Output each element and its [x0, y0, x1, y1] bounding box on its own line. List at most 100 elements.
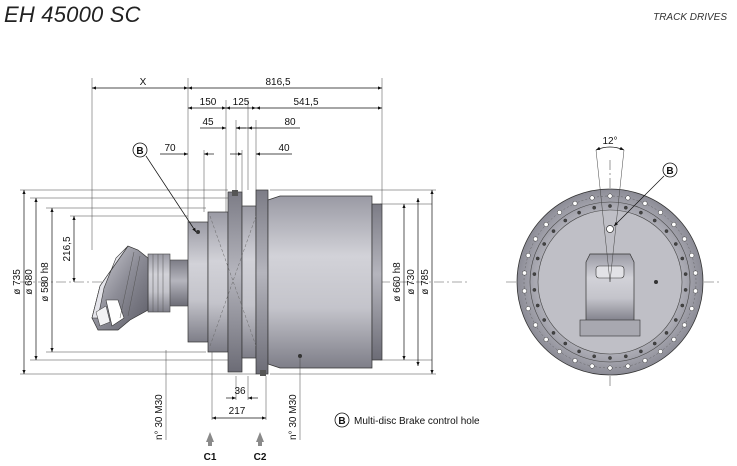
bolt-hole: [543, 337, 549, 342]
frame-flange-c1: [227, 191, 243, 373]
dim-70: 70: [164, 143, 176, 154]
bolt-hole: [682, 322, 687, 328]
product-category: TRACK DRIVES: [653, 12, 727, 23]
bolt-hole: [680, 303, 685, 308]
bolt-hole: [658, 209, 663, 215]
bolt-hole: [592, 354, 597, 359]
bolt-hole: [639, 349, 643, 354]
bolt-hole: [551, 229, 556, 233]
motor-base: [579, 319, 641, 337]
dim-dia-660: ø 660 h8: [392, 262, 403, 302]
bolt-ring: [522, 193, 698, 371]
bolt-hole: [535, 303, 540, 308]
gear-housing: [207, 211, 229, 353]
brake-port-front: [606, 225, 614, 233]
dim-x: X: [140, 77, 147, 88]
dim-overall-length: 816,5: [265, 77, 290, 88]
side-view: ø 735 ø 680 ø 580 h8 216,5 ø 660 h8 ø 73…: [12, 77, 480, 463]
dim-216-5: 216,5: [62, 236, 73, 261]
bolt-hole: [607, 365, 613, 371]
thread-label-right: n° 30 M30: [288, 394, 299, 440]
bolt-hole: [533, 322, 538, 328]
bolt-hole: [563, 218, 568, 223]
bolt-hole: [671, 337, 677, 342]
bolt-hole: [625, 363, 631, 369]
bolt-hole: [525, 252, 531, 258]
bolt-hole: [563, 341, 568, 346]
bolt-hole: [522, 270, 527, 276]
bolt-hole: [642, 358, 648, 364]
dim-dia-785: ø 785: [420, 269, 431, 295]
page-title: EH 45000 SC: [4, 2, 141, 27]
dim-541-5: 541,5: [293, 97, 318, 108]
bolt-hole: [642, 200, 648, 206]
thread-label-left: n° 30 M30: [154, 394, 165, 440]
bolt-hole: [680, 256, 685, 261]
port-c1: C1: [204, 432, 217, 463]
dim-36: 36: [234, 386, 246, 397]
bolt-hole: [671, 222, 677, 227]
callout-b-front-label: B: [666, 166, 673, 177]
bolt-hole: [557, 209, 562, 215]
bolt-hole: [542, 318, 547, 322]
bolt-hole: [522, 288, 527, 294]
bolt-hole: [535, 256, 540, 261]
bolt-hole: [589, 195, 595, 201]
dim-150: 150: [200, 97, 217, 108]
bolt-hole: [525, 306, 531, 312]
dim-dia-735: ø 735: [12, 269, 23, 295]
bolt-hole: [572, 200, 578, 206]
bolt-hole: [664, 229, 669, 233]
motor-front-housing: [585, 253, 635, 323]
bolt-hole: [673, 318, 678, 322]
bolt-hole: [652, 341, 657, 346]
port-c2-label: C2: [254, 452, 267, 463]
hydraulic-motor: [91, 245, 189, 331]
sprocket-flange-c2: [255, 189, 269, 375]
bolt-hole: [623, 205, 628, 210]
dim-angle-12: 12°: [602, 136, 617, 147]
legend-b-label: B: [338, 416, 345, 427]
bolt-hole: [577, 210, 581, 215]
bolt-hole: [652, 218, 657, 223]
bolt-hole: [608, 204, 612, 208]
brake-housing: [187, 221, 209, 343]
bolt-hole: [673, 242, 678, 246]
bolt-hole: [683, 272, 688, 276]
bolt-hole: [551, 331, 556, 335]
bolt-hole: [607, 193, 613, 199]
bolt-hole: [689, 306, 695, 312]
mid-housing: [241, 205, 257, 359]
bolt-hole: [625, 195, 631, 201]
bolt-hole: [592, 205, 597, 210]
bolt-hole: [689, 252, 695, 258]
legend: B Multi-disc Brake control hole: [334, 412, 480, 428]
front-view: 12° B: [506, 136, 720, 388]
drive-hub: [267, 195, 373, 369]
bolt-hole: [572, 358, 578, 364]
dim-45: 45: [202, 117, 214, 128]
bolt-hole: [639, 210, 643, 215]
motor-valve-block: [595, 265, 625, 279]
dim-dia-580: ø 580 h8: [40, 262, 51, 302]
hub-end-ring: [371, 203, 383, 361]
bolt-hole: [693, 270, 698, 276]
callout-b-front: [662, 162, 678, 178]
port-c1-label: C1: [204, 452, 217, 463]
bolt-hole: [543, 222, 549, 227]
dim-dia-730: ø 730: [406, 269, 417, 295]
dim-217: 217: [229, 406, 246, 417]
bolt-hole: [532, 288, 537, 292]
bolt-hole: [693, 288, 698, 294]
bolt-hole: [542, 242, 547, 246]
dim-125: 125: [233, 97, 250, 108]
dim-40: 40: [278, 143, 290, 154]
bolt-hole: [664, 331, 669, 335]
port-c2: C2: [254, 432, 267, 463]
dim-80: 80: [284, 117, 296, 128]
dim-dia-680: ø 680: [24, 269, 35, 295]
bolt-hole: [623, 354, 628, 359]
bolt-hole: [557, 349, 562, 355]
legend-b-marker: [334, 412, 350, 428]
